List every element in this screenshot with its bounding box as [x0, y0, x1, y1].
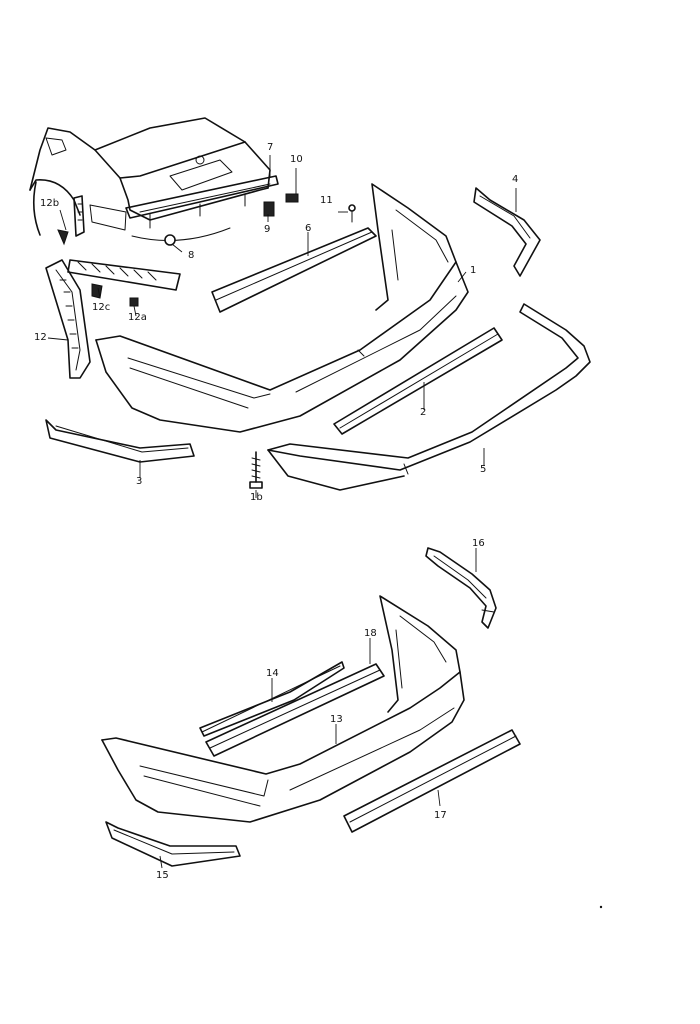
- part-12-side-guide: [45, 259, 91, 379]
- part-2-lower-strip: [333, 327, 503, 435]
- label-1b: 1b: [250, 492, 263, 503]
- label-12: 12: [34, 332, 47, 343]
- label-12a: 12a: [128, 312, 147, 323]
- part-12-bracket-strip: [67, 259, 181, 291]
- part-1-bumper-cover: [95, 183, 469, 433]
- leader-lines-top: [47, 155, 517, 498]
- part-14-strip: [199, 661, 345, 737]
- label-2: 2: [420, 407, 426, 418]
- fasteners-top: [91, 193, 356, 307]
- part-4-corner-trim: [473, 187, 541, 277]
- part-17-spoiler: [343, 729, 521, 833]
- label-13: 13: [330, 714, 343, 725]
- label-1: 1: [470, 265, 476, 276]
- label-7: 7: [267, 142, 273, 153]
- stray-dot: [599, 905, 603, 909]
- car-body-rear: [29, 117, 271, 241]
- part-6-strip: [211, 227, 377, 313]
- labels-top: 7 10 11 6 9 8 12b 12c 12a 12 4 1 2 5 3 1…: [34, 142, 518, 503]
- label-16: 16: [472, 538, 485, 549]
- label-18: 18: [364, 628, 377, 639]
- part-5-spoiler: [267, 303, 591, 491]
- part-1b-screw: [249, 451, 263, 489]
- leader-lines-bottom: [159, 548, 477, 869]
- label-6: 6: [305, 223, 311, 234]
- label-5: 5: [480, 464, 486, 475]
- label-9: 9: [264, 224, 270, 235]
- label-15: 15: [156, 870, 169, 881]
- part-18-strip: [205, 663, 385, 757]
- part-7-carrier: [89, 175, 279, 231]
- part-15-side-trim: [105, 821, 241, 867]
- label-17: 17: [434, 810, 447, 821]
- label-4: 4: [512, 174, 518, 185]
- label-12c: 12c: [92, 302, 110, 313]
- part-13-bumper-cover: [101, 595, 465, 823]
- label-11: 11: [320, 195, 333, 206]
- label-10: 10: [290, 154, 303, 165]
- label-14: 14: [266, 668, 279, 679]
- labels-bottom: 16 18 14 13 17 15: [156, 538, 485, 881]
- part-3-side-trim: [45, 419, 195, 463]
- label-8-top: 8: [188, 250, 194, 261]
- part-16-corner-trim: [425, 547, 497, 629]
- part-12b-bracket: [57, 195, 85, 246]
- label-12b: 12b: [40, 198, 59, 209]
- label-3: 3: [136, 476, 142, 487]
